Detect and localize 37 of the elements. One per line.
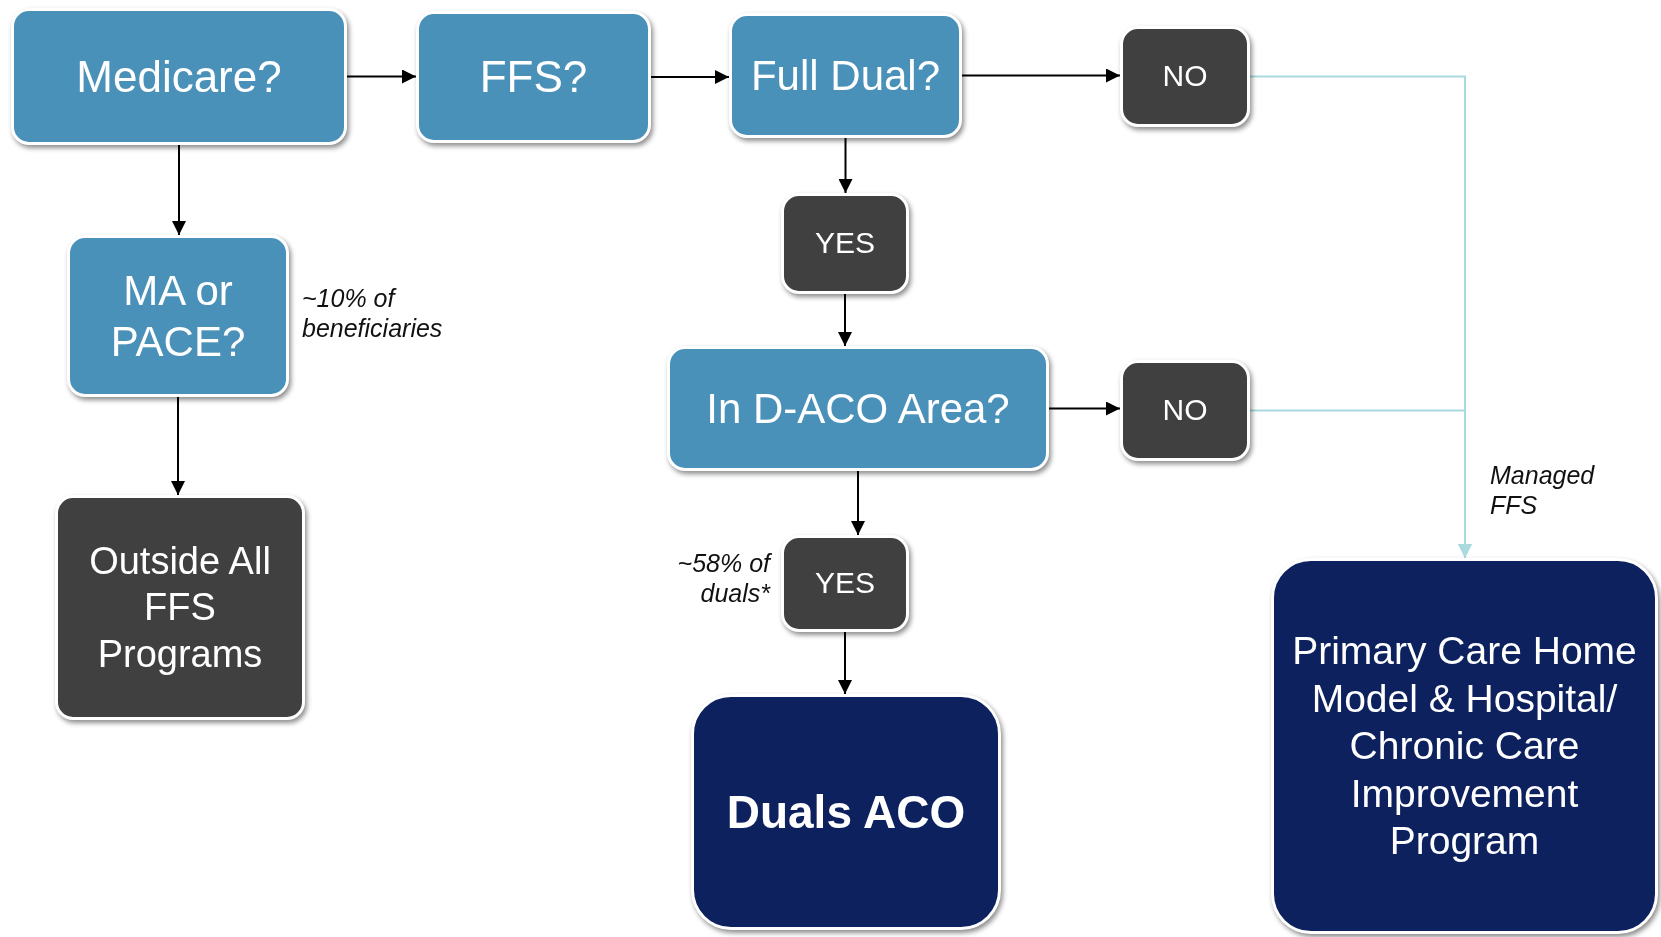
- answer-box: [781, 535, 909, 632]
- node-text: YES: [815, 225, 875, 262]
- outcome-box: [1271, 558, 1658, 934]
- node-text: FFS?: [479, 51, 588, 104]
- node-text: Primary Care Home Model & Hospital/ Chronic Care Improvement Program: [1291, 628, 1638, 865]
- answer-box: [1120, 26, 1250, 127]
- decision-box: [416, 11, 651, 143]
- annotation-text: ~58% of duals*: [676, 548, 770, 608]
- arrow: [838, 137, 853, 194]
- arrow: [1048, 401, 1121, 416]
- answer-box: [781, 193, 909, 294]
- arrow: [838, 631, 852, 695]
- arrow: [961, 68, 1121, 83]
- answer-box: [55, 495, 305, 720]
- arrow: [172, 144, 186, 236]
- node-text: MA or PACE?: [109, 265, 247, 367]
- decision-box: [729, 13, 962, 138]
- node-text: Medicare?: [76, 50, 282, 103]
- node-text: Full Dual?: [750, 50, 941, 101]
- arrow: [171, 396, 185, 496]
- node-text: NO: [1162, 392, 1208, 429]
- node-text: YES: [815, 565, 875, 602]
- node-text: In D-ACO Area?: [706, 383, 1010, 434]
- annotation-text: ~10% of beneficiaries: [302, 283, 444, 343]
- node-text: Outside All FFS Programs: [88, 538, 272, 677]
- outcome-box: [691, 694, 1001, 930]
- merge-arrow: [1249, 409, 1472, 559]
- decision-box: [67, 235, 289, 397]
- answer-box: [1120, 360, 1250, 461]
- node-text: NO: [1162, 58, 1208, 95]
- node-text: Duals ACO: [726, 784, 966, 840]
- arrow: [838, 293, 852, 347]
- decision-box: [11, 8, 347, 145]
- arrow: [851, 470, 865, 536]
- decision-box: [667, 346, 1049, 471]
- arrow: [650, 70, 730, 84]
- arrow: [346, 69, 417, 84]
